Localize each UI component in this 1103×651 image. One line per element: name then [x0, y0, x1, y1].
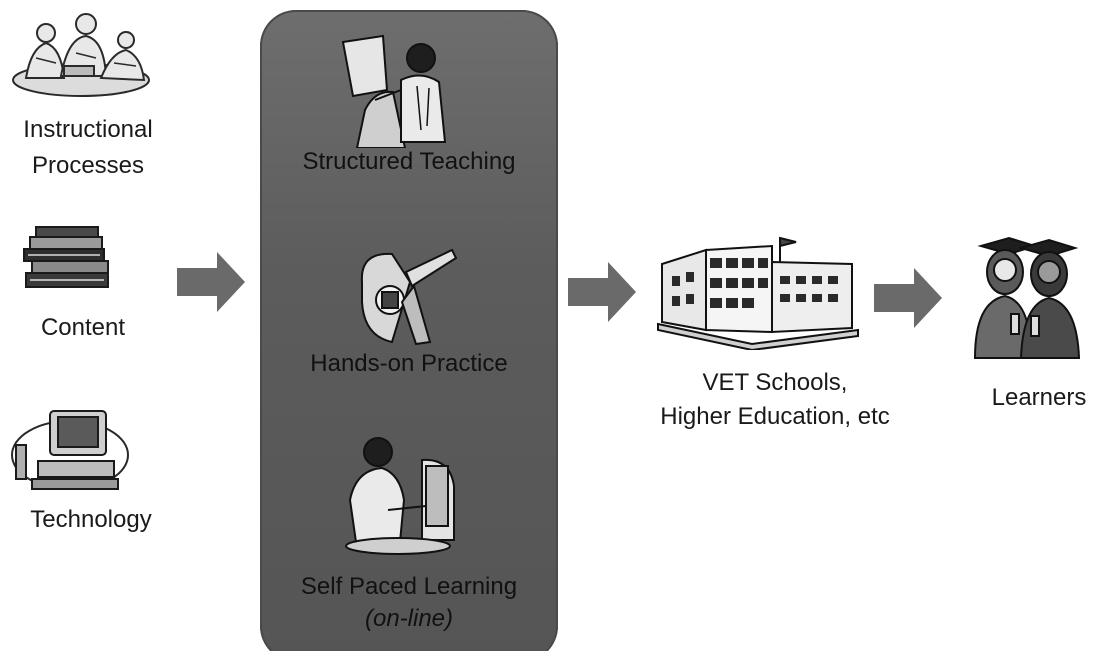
online-sublabel: (on-line) [364, 605, 454, 632]
arrow-icon [568, 262, 638, 322]
school-building-icon [652, 232, 862, 352]
people-meeting-icon [6, 8, 156, 103]
hands-on-practice-label: Hands-on Practice [310, 350, 508, 377]
self-paced-learning-label: Self Paced Learning [300, 573, 518, 600]
arrow-icon [874, 268, 944, 328]
computer-icon [8, 405, 133, 497]
technology-label: Technology [30, 506, 152, 533]
delivery-panel: Structured Teaching Hands-on Practice [260, 10, 558, 651]
instructional-processes-label: Instructional Processes [23, 116, 153, 179]
content-label: Content [40, 314, 126, 341]
structured-teaching-label: Structured Teaching [302, 148, 516, 175]
tools-practice-icon [352, 242, 462, 347]
graduates-icon [965, 232, 1090, 362]
online-learner-icon [338, 430, 468, 560]
learners-label: Learners [991, 384, 1087, 411]
arrow-icon [177, 252, 247, 312]
books-icon [18, 225, 118, 293]
institution-label: VET Schools, Higher Education, etc [660, 369, 890, 430]
teacher-whiteboard-icon [335, 30, 455, 149]
